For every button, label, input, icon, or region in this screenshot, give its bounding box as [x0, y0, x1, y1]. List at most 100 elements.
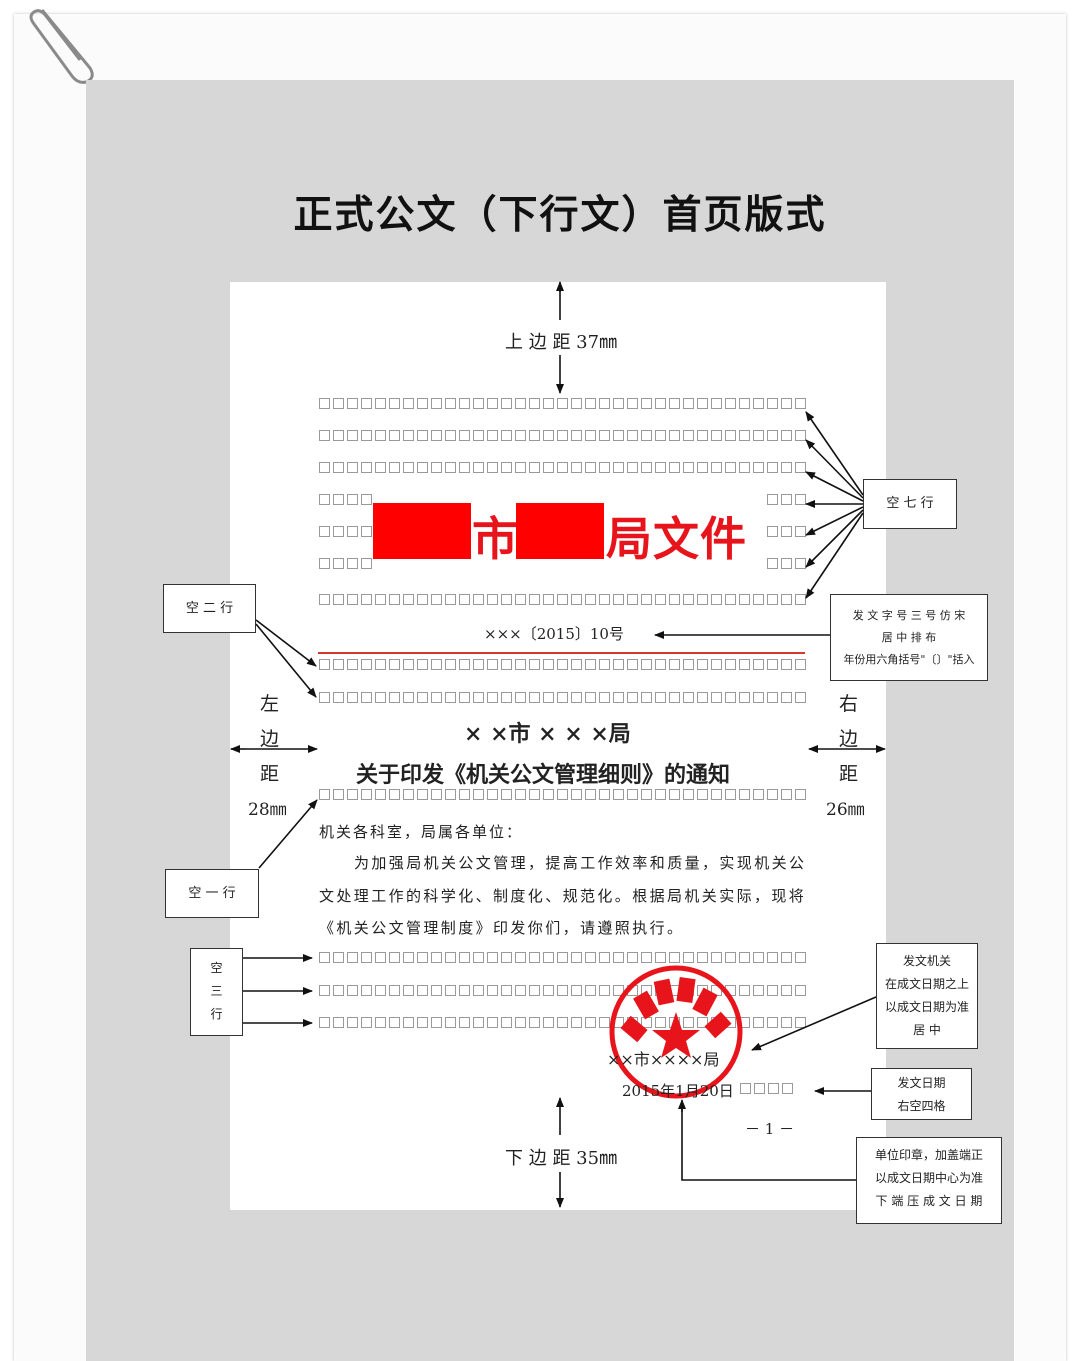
grid-cell [319, 430, 330, 441]
grid-cell [655, 659, 666, 670]
grid-cell [725, 430, 736, 441]
grid-row [319, 494, 809, 508]
grid-cell [599, 398, 610, 409]
grid-cell [641, 952, 652, 963]
grid-cell [515, 594, 526, 605]
grid-cell [333, 494, 344, 505]
grid-cell [613, 398, 624, 409]
grid-cell [599, 789, 610, 800]
grid-cell [459, 659, 470, 670]
grid-cell [781, 558, 792, 569]
grid-cell [347, 526, 358, 537]
grid-cell [347, 659, 358, 670]
three-lines-char-2: 三 [210, 984, 223, 998]
grid-cell [781, 430, 792, 441]
grid-cell [669, 1017, 680, 1028]
grid-cell [529, 430, 540, 441]
grid-cell [697, 985, 708, 996]
doc-number-note-line-3: 年份用六角括号"〔〕"括入 [843, 653, 975, 666]
grid-cell [403, 430, 414, 441]
grid-cell [389, 462, 400, 473]
grid-cell [557, 462, 568, 473]
seal-note-line-3: 下 端 压 成 文 日 期 [875, 1194, 983, 1208]
grid-cell [515, 1017, 526, 1028]
grid-cell [725, 594, 736, 605]
grid-cell [669, 952, 680, 963]
grid-cell [683, 430, 694, 441]
grid-cell [655, 985, 666, 996]
grid-cell [753, 430, 764, 441]
redacted-block-bureau [516, 503, 604, 559]
grid-cell [515, 952, 526, 963]
grid-cell [585, 398, 596, 409]
grid-cell [361, 659, 372, 670]
grid-cell [445, 789, 456, 800]
grid-cell [445, 398, 456, 409]
grid-cell [725, 985, 736, 996]
document-number: ×××〔2015〕10号 [484, 625, 624, 643]
grid-cell [375, 659, 386, 670]
grid-cell [781, 952, 792, 963]
three-lines-char-1: 空 [210, 961, 223, 975]
grid-cell [697, 1017, 708, 1028]
grid-cell [319, 985, 330, 996]
grid-cell [361, 692, 372, 703]
grid-cell [529, 985, 540, 996]
grid-cell [781, 789, 792, 800]
grid-cell [333, 1017, 344, 1028]
grid-cell [543, 462, 554, 473]
left-margin-char-3: 距 [260, 763, 280, 785]
grid-cell [655, 462, 666, 473]
grid-cell [711, 594, 722, 605]
grid-cell [529, 692, 540, 703]
grid-cell [725, 692, 736, 703]
body-line-2: 文处理工作的科学化、制度化、规范化。根据局机关实际，现将 [319, 887, 807, 905]
grid-cell [669, 398, 680, 409]
grid-cell [571, 952, 582, 963]
grid-cell [417, 430, 428, 441]
grid-cell [445, 659, 456, 670]
grid-cell [767, 692, 778, 703]
grid-cell [361, 526, 372, 537]
grid-cell [767, 430, 778, 441]
grid-cell [557, 398, 568, 409]
grid-cell [683, 692, 694, 703]
grid-cell [347, 462, 358, 473]
right-margin-char-1: 右 [839, 693, 859, 715]
grid-cell [445, 952, 456, 963]
issuer-note-line-4: 居 中 [913, 1023, 941, 1037]
grid-cell [543, 952, 554, 963]
left-margin-char-1: 左 [260, 693, 280, 715]
issuer-note-line-2: 在成文日期之上 [884, 977, 969, 991]
grid-cell [753, 1017, 764, 1028]
salutation: 机关各科室，局属各单位： [319, 823, 524, 841]
grid-cell [557, 985, 568, 996]
label-date-note: 发文日期 右空四格 [871, 1068, 972, 1120]
grid-cell [375, 789, 386, 800]
grid-cell [795, 494, 806, 505]
grid-cell [557, 659, 568, 670]
grid-cell [431, 462, 442, 473]
grid-cell [795, 462, 806, 473]
grid-cell [571, 462, 582, 473]
grid-cell [627, 462, 638, 473]
grid-cell [501, 398, 512, 409]
grid-cell [683, 1017, 694, 1028]
grid-cell [529, 952, 540, 963]
grid-cell [403, 1017, 414, 1028]
grid-cell [781, 398, 792, 409]
grid-cell [669, 985, 680, 996]
grid-cell [515, 692, 526, 703]
grid-cell [669, 430, 680, 441]
grid-cell [767, 1017, 778, 1028]
paperclip-icon [29, 9, 94, 84]
grid-cell [599, 430, 610, 441]
grid-row [319, 985, 809, 999]
grid-cell [557, 789, 568, 800]
grid-cell [501, 985, 512, 996]
grid-cell [683, 594, 694, 605]
top-margin-label: 上 边 距 37㎜ [505, 332, 618, 353]
grid-cell [725, 462, 736, 473]
grid-cell [417, 789, 428, 800]
grid-cell [459, 462, 470, 473]
